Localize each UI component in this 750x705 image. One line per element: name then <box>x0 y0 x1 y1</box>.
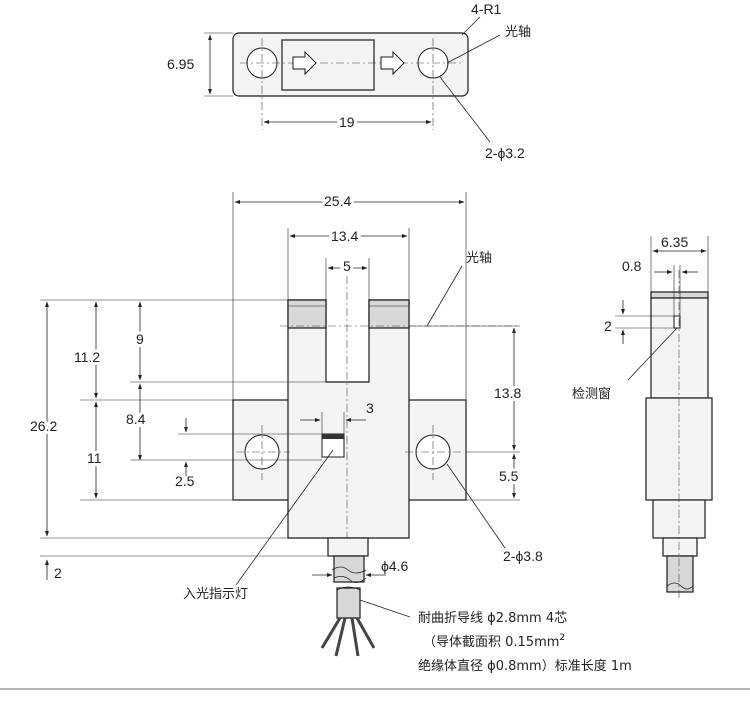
top-optical-axis-label: 光轴 <box>505 25 531 40</box>
cable-notes: 耐曲折导线 ϕ2.8mm 4芯 （导体截面积 0.15mm2 绝缘体直径 ϕ0.… <box>418 611 632 674</box>
dim-5-5: 5.5 <box>499 468 519 484</box>
dim-9: 9 <box>136 331 144 347</box>
dim-25-4: 25.4 <box>324 193 351 209</box>
cable-diameter-dim: ϕ4.6 <box>381 558 409 574</box>
side-body-upper <box>650 297 709 399</box>
dim-5: 5 <box>343 258 351 274</box>
dim-2-bottom: 2 <box>54 565 62 581</box>
side-width-dim: 6.35 <box>661 234 688 250</box>
window-width-dim: 0.8 <box>622 258 642 274</box>
dim-3: 3 <box>366 400 374 416</box>
dim-13-4: 13.4 <box>331 228 358 244</box>
front-body <box>287 299 410 539</box>
top-view: 6.95 19 4-R1 光轴 2-ϕ3.2 <box>167 1 531 161</box>
top-pitch-dim: 19 <box>339 114 355 130</box>
dim-26-2: 26.2 <box>30 418 57 434</box>
indicator-label: 入光指示灯 <box>183 587 248 602</box>
cable-stub <box>327 537 369 557</box>
corner-radius-label: 4-R1 <box>471 1 502 17</box>
dim-11: 11 <box>87 450 102 466</box>
top-height-dim: 6.95 <box>167 56 194 72</box>
front-optical-axis-label: 光轴 <box>466 251 492 266</box>
cable-note-line3: 绝缘体直径 ϕ0.8mm）标准长度 1m <box>418 658 632 674</box>
cable-wires <box>320 617 376 657</box>
direction-arrow-icon <box>380 50 405 76</box>
front-hole-label: 2-ϕ3.8 <box>503 548 543 564</box>
detection-window-label: 检测窗 <box>572 386 611 402</box>
dim-13-8: 13.8 <box>494 385 521 401</box>
side-cable-stub <box>662 537 698 557</box>
front-view: 25.4 13.4 5 光轴 26.2 11.2 11 9 <box>27 190 543 657</box>
cable-note-line2: （导体截面积 0.15mm2 <box>423 633 565 650</box>
side-top-cap <box>650 291 709 299</box>
cable-segment <box>336 587 361 619</box>
side-view: 6.35 0.8 2 检测窗 <box>572 234 713 600</box>
dim-8-4: 8.4 <box>126 411 146 427</box>
cable-jacket <box>333 555 365 583</box>
window-height-dim: 2 <box>604 318 612 334</box>
top-hole-label: 2-ϕ3.2 <box>485 145 525 161</box>
direction-arrow-icon <box>292 50 317 76</box>
side-cable <box>666 555 694 593</box>
dim-2-5: 2.5 <box>175 473 195 489</box>
dim-11-2: 11.2 <box>74 349 100 365</box>
cable-note-line1: 耐曲折导线 ϕ2.8mm 4芯 <box>418 611 567 626</box>
